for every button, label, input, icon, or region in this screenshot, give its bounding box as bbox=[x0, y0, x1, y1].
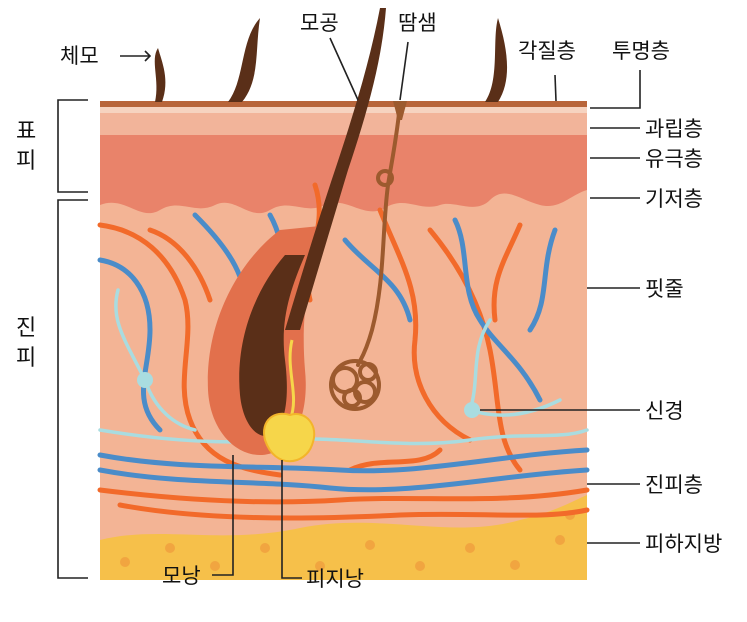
label-epidermis-1: 표 bbox=[16, 119, 36, 144]
label-dermis-2: 피 bbox=[16, 346, 36, 371]
stratum-lucidum-region bbox=[100, 106, 587, 113]
label-hair: 체모 bbox=[60, 44, 99, 68]
label-blood-vessel: 핏줄 bbox=[645, 277, 684, 301]
label-stratum-basale: 기저층 bbox=[645, 187, 703, 211]
label-epidermis-2: 피 bbox=[16, 149, 36, 174]
label-stratum-corneum: 각질층 bbox=[518, 39, 576, 63]
label-hair-follicle: 모낭 bbox=[162, 564, 201, 588]
label-stratum-spinosum: 유극층 bbox=[645, 147, 703, 171]
label-sweat-gland: 땀샘 bbox=[398, 11, 437, 35]
label-subcutaneous-fat: 피하지방 bbox=[645, 532, 722, 556]
label-dermis-1: 진 bbox=[16, 316, 36, 341]
label-nerve: 신경 bbox=[645, 399, 684, 423]
label-stratum-granulosum: 과립층 bbox=[645, 117, 703, 141]
stratum-corneum-region bbox=[100, 101, 587, 107]
label-stratum-lucidum: 투명층 bbox=[612, 39, 670, 63]
label-dermis-layer: 진피층 bbox=[645, 473, 703, 497]
label-sebaceous-gland: 피지낭 bbox=[306, 567, 364, 591]
stratum-granulosum-region bbox=[100, 112, 587, 135]
label-pore: 모공 bbox=[300, 11, 339, 35]
